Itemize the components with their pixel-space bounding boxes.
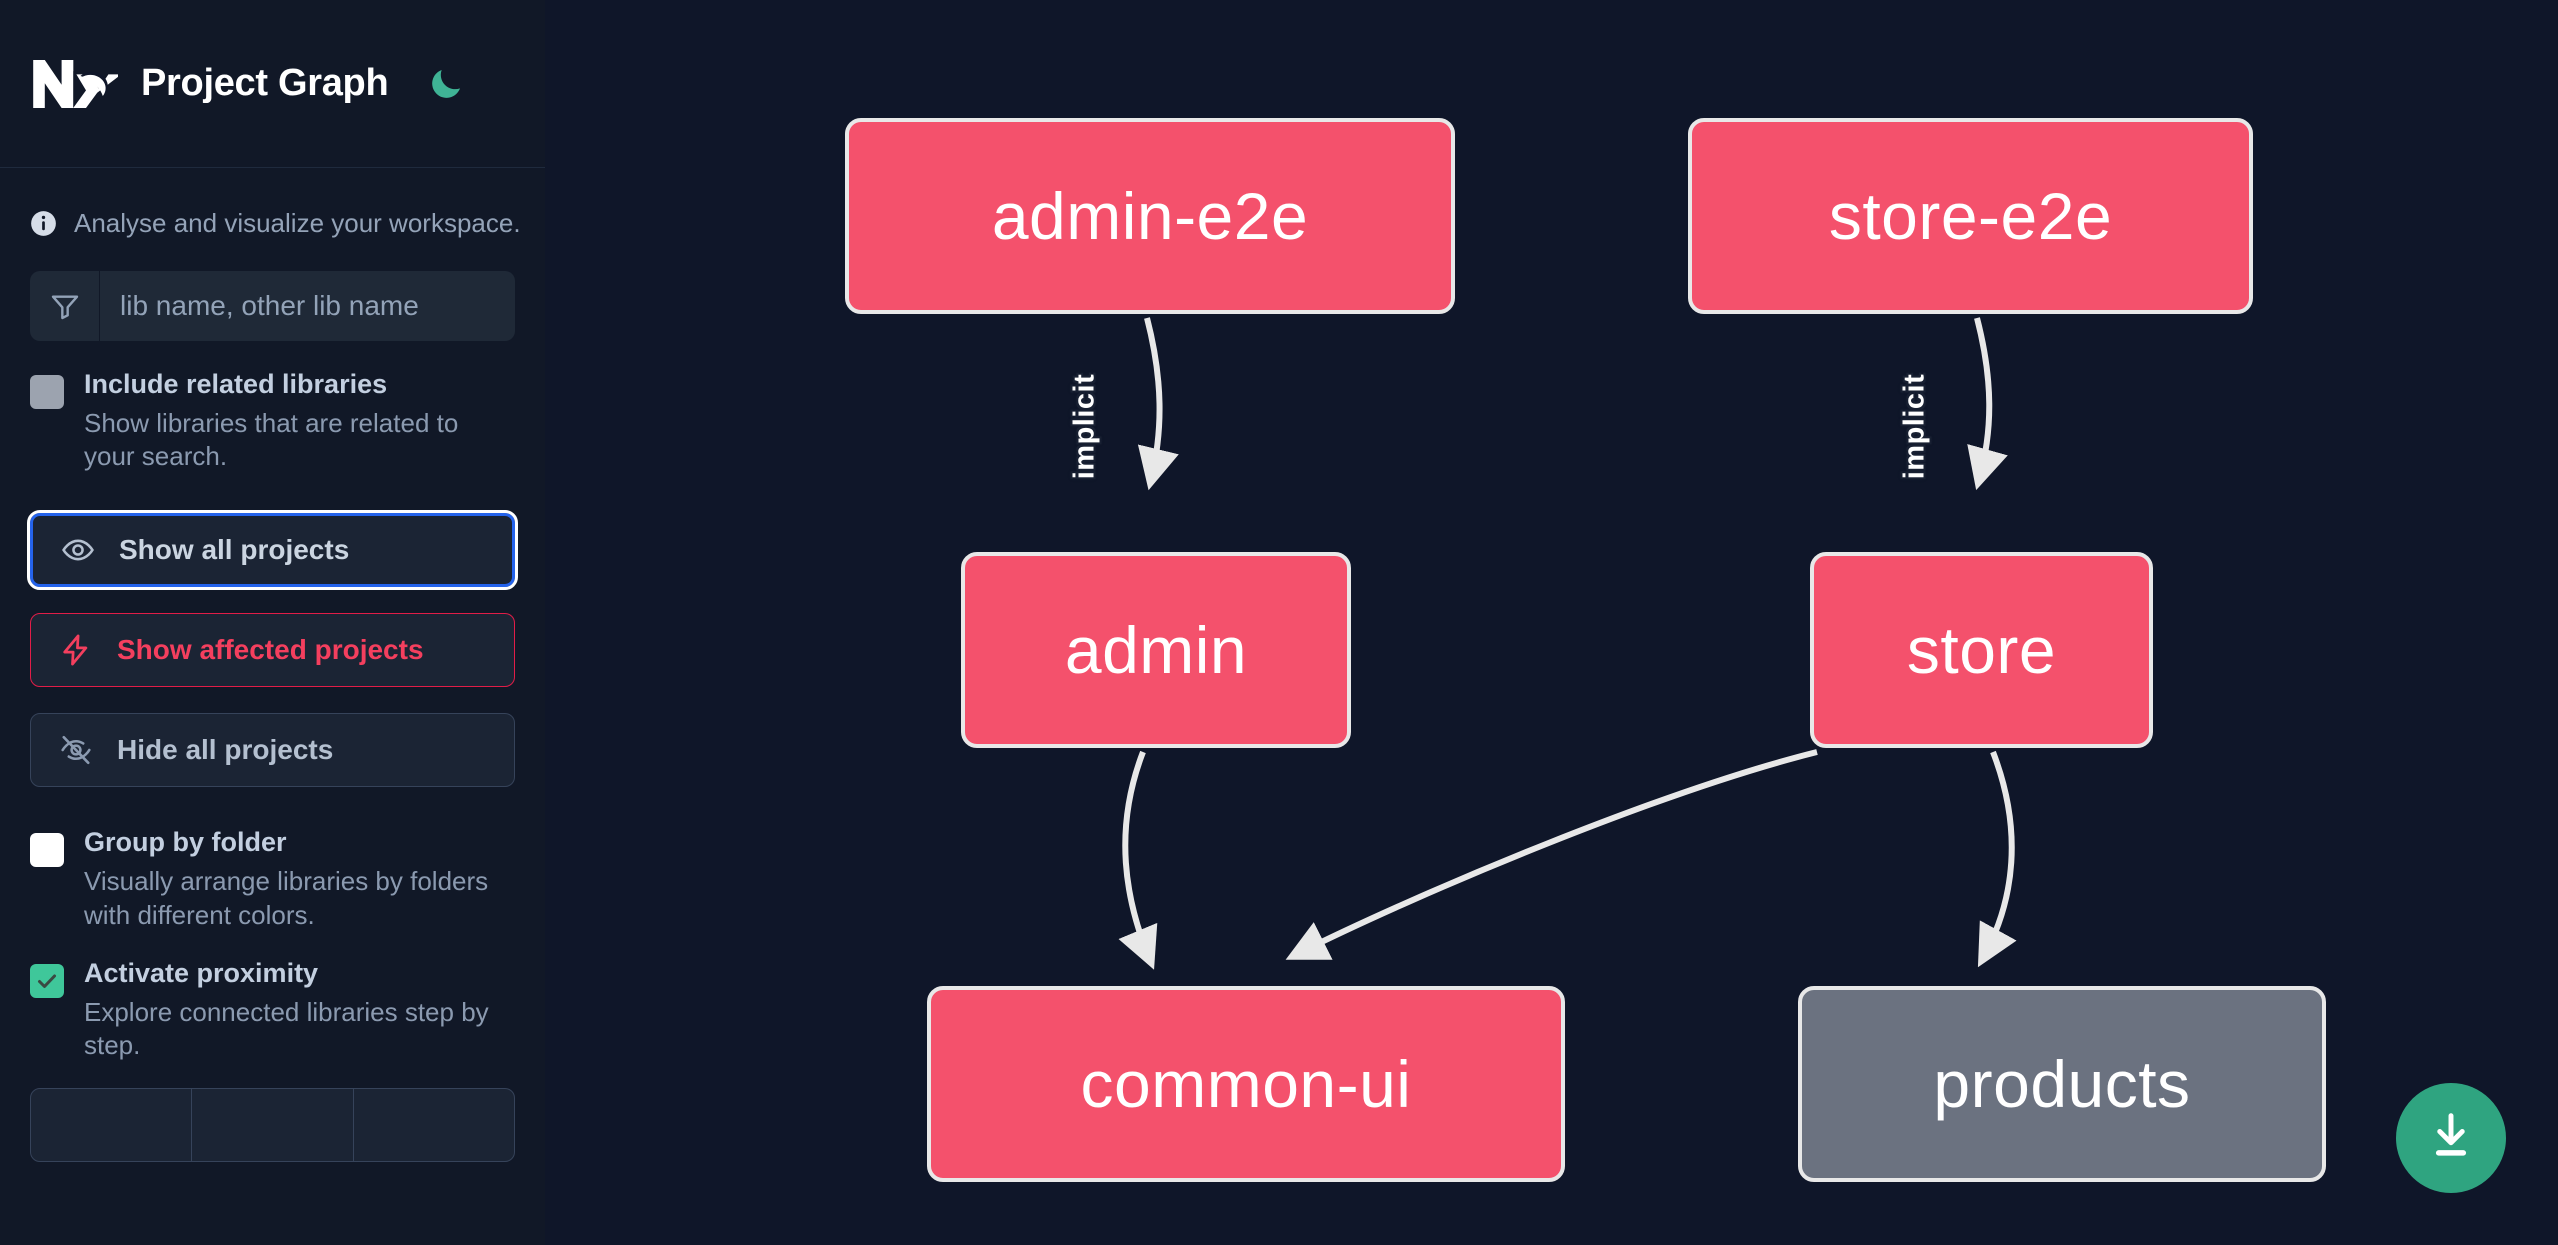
sidebar-body: Analyse and visualize your workspace. In… (0, 168, 545, 1062)
checkbox-include-related-libraries-box[interactable] (30, 375, 64, 409)
show-affected-projects-button[interactable]: Show affected projects (30, 613, 515, 688)
edge-store-products (1977, 750, 2017, 968)
checkbox-include-related-libraries-label: Include related libraries (84, 369, 388, 399)
proximity-step-decrease[interactable] (31, 1089, 193, 1162)
checkbox-activate-proximity-label: Activate proximity (84, 957, 319, 988)
sidebar-header: Project Graph (0, 0, 545, 168)
checkbox-group-by-folder-description: Visually arrange libraries by folders wi… (84, 866, 489, 930)
show-affected-projects-label: Show affected projects (117, 634, 424, 666)
checkbox-include-related-libraries-description: Show libraries that are related to your … (84, 407, 459, 472)
moon-icon[interactable] (424, 62, 468, 106)
show-all-projects-button[interactable]: Show all projects (27, 510, 518, 591)
graph-edges (1118, 317, 2017, 970)
checkbox-activate-proximity[interactable]: Activate proximity Explore connected lib… (30, 958, 515, 1062)
search-box[interactable] (30, 271, 515, 341)
edge-store-common-ui (1285, 749, 1818, 960)
graph-node-common-ui[interactable]: common-ui (927, 986, 1565, 1182)
checkbox-group-by-folder-box[interactable] (30, 833, 64, 868)
proximity-step-value[interactable] (192, 1089, 354, 1162)
lightning-bolt-icon (57, 631, 95, 669)
checkbox-activate-proximity-box[interactable] (30, 963, 64, 998)
eye-icon (59, 531, 97, 569)
nx-logo-icon (30, 55, 122, 113)
workspace-info-text: Analyse and visualize your workspace. (74, 208, 521, 238)
hide-all-projects-label: Hide all projects (117, 734, 334, 766)
eye-off-icon (57, 731, 95, 769)
workspace-info: Analyse and visualize your workspace. (30, 168, 521, 271)
graph-node-store[interactable]: store (1810, 552, 2153, 748)
spacer-2 (30, 813, 515, 827)
graph-node-admin-e2e-label: admin-e2e (991, 179, 1309, 253)
graph-node-store-label: store (1906, 613, 2057, 687)
edge-admin-e2e-admin (1137, 317, 1179, 491)
graph-node-admin-e2e[interactable]: admin-e2e (845, 118, 1455, 314)
graph-node-admin[interactable]: admin (961, 552, 1351, 748)
graph-node-store-e2e-label: store-e2e (1828, 179, 2113, 253)
checkbox-group-by-folder-label: Group by folder (84, 827, 287, 858)
checkbox-activate-proximity-description: Explore connected libraries step by step… (84, 996, 489, 1060)
edge-admin-common-ui (1118, 750, 1158, 970)
sidebar: Project Graph Analyse and visualize your… (0, 0, 545, 1245)
graph-canvas[interactable]: admin-e2e store-e2e admin store common-u… (545, 0, 2558, 1245)
search-input[interactable] (100, 271, 515, 341)
proximity-step-increase[interactable] (354, 1089, 514, 1161)
graph-node-products-label: products (1933, 1047, 2191, 1121)
download-icon (2424, 1109, 2478, 1168)
download-image-button[interactable] (2396, 1083, 2506, 1193)
spacer (30, 499, 515, 513)
checkbox-group-by-folder[interactable]: Group by folder Visually arrange librari… (30, 827, 515, 931)
graph-node-common-ui-label: common-ui (1080, 1047, 1412, 1121)
graph-node-store-e2e[interactable]: store-e2e (1688, 118, 2253, 314)
checkbox-include-related-libraries[interactable]: Include related libraries Show libraries… (30, 369, 515, 473)
edge-store-e2e-store (1967, 317, 2008, 491)
show-all-projects-label: Show all projects (119, 534, 350, 566)
hide-all-projects-button[interactable]: Hide all projects (30, 713, 515, 788)
proximity-step-group[interactable] (30, 1088, 515, 1163)
info-circle-icon (30, 210, 57, 237)
graph-node-admin-label: admin (1064, 613, 1248, 687)
page-title: Project Graph (141, 62, 389, 104)
graph-node-products[interactable]: products (1798, 986, 2326, 1182)
filter-funnel-icon (30, 271, 100, 341)
